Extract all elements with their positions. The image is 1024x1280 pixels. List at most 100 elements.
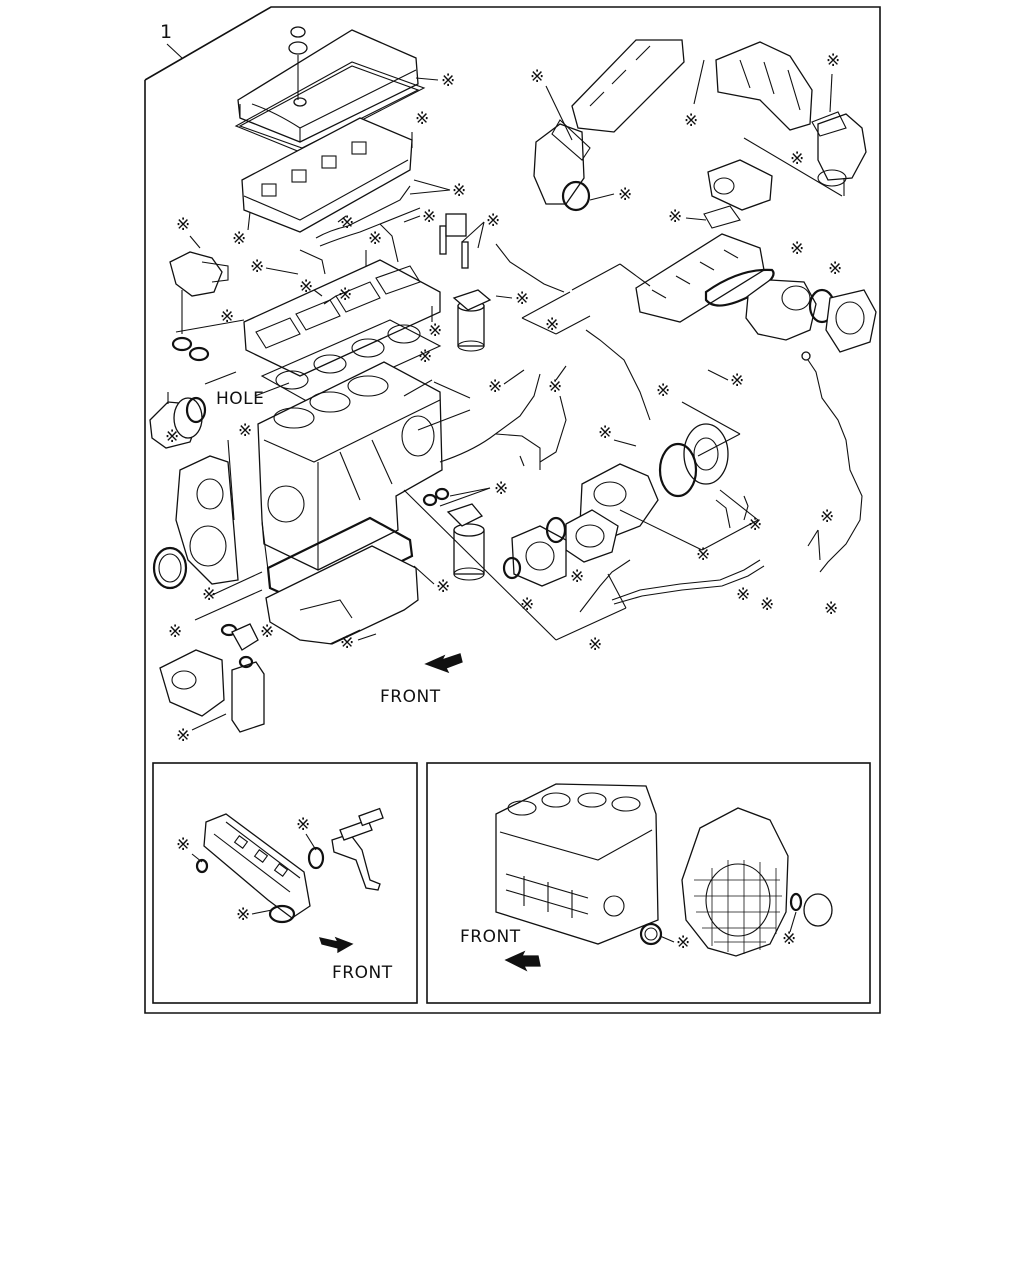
kit-marker: ※ bbox=[418, 347, 433, 367]
kit-markers-inset-right: ※ ※ bbox=[659, 911, 797, 953]
exhaust-manifold-right bbox=[715, 41, 813, 131]
kit-markers-inset-left: ※ ※ ※ bbox=[176, 815, 317, 925]
kit-marker: ※ bbox=[588, 635, 603, 655]
kit-marker: ※ bbox=[176, 835, 191, 855]
head-gasket bbox=[260, 319, 442, 405]
intake-manifold bbox=[635, 233, 775, 323]
inset-left-cooler bbox=[195, 807, 384, 924]
kit-marker: ※ bbox=[736, 585, 751, 605]
front-arrow-inset-left bbox=[319, 936, 354, 954]
elbow-outlet-right bbox=[811, 111, 867, 187]
oil-pump bbox=[159, 623, 265, 733]
kit-marker: ※ bbox=[824, 599, 839, 619]
fuel-filter bbox=[452, 289, 492, 352]
kit-marker: ※ bbox=[441, 71, 456, 91]
kit-marker: ※ bbox=[452, 181, 467, 201]
turbo-outlet-left bbox=[533, 119, 591, 212]
kit-marker: ※ bbox=[656, 381, 671, 401]
kit-marker: ※ bbox=[515, 289, 530, 309]
injector-lines bbox=[299, 185, 469, 275]
oil-pan bbox=[265, 545, 419, 645]
inset-right-block bbox=[495, 783, 659, 945]
kit-markers-main: ※ ※ ※ ※ ※ ※ ※ ※ ※ ※ ※ ※ ※ ※ ※ ※ ※ ※ ※ ※ … bbox=[165, 51, 843, 746]
kit-marker: ※ bbox=[296, 815, 311, 835]
kit-marker: ※ bbox=[696, 545, 711, 565]
kit-marker: ※ bbox=[236, 905, 251, 925]
kit-marker: ※ bbox=[790, 239, 805, 259]
kit-marker: ※ bbox=[828, 259, 843, 279]
kit-marker: ※ bbox=[428, 321, 443, 341]
front-label-inset-right: FRONT bbox=[460, 927, 521, 947]
kit-marker: ※ bbox=[782, 929, 797, 949]
rear-oil-seal bbox=[639, 922, 663, 946]
kit-marker: ※ bbox=[618, 185, 633, 205]
main-frame bbox=[144, 6, 881, 1014]
kit-marker: ※ bbox=[340, 633, 355, 653]
oil-filter bbox=[422, 487, 485, 581]
callout-number: 1 bbox=[160, 21, 172, 43]
kit-marker: ※ bbox=[238, 421, 253, 441]
thermostat-housing bbox=[169, 251, 229, 362]
kit-marker: ※ bbox=[368, 229, 383, 249]
rocker-cover bbox=[237, 26, 419, 143]
front-oil-seal bbox=[152, 546, 188, 590]
cam-carrier bbox=[241, 117, 413, 233]
kit-marker: ※ bbox=[220, 307, 235, 327]
kit-marker: ※ bbox=[168, 622, 183, 642]
kit-marker: ※ bbox=[176, 215, 191, 235]
kit-marker: ※ bbox=[488, 377, 503, 397]
kit-marker: ※ bbox=[760, 595, 775, 615]
kit-marker: ※ bbox=[165, 427, 180, 447]
kit-marker: ※ bbox=[436, 577, 451, 597]
egr-valve bbox=[703, 159, 773, 229]
kit-marker: ※ bbox=[598, 423, 613, 443]
front-arrow-main bbox=[424, 653, 463, 674]
kit-marker: ※ bbox=[826, 51, 841, 71]
inset-frame-left bbox=[152, 762, 418, 1004]
kit-marker: ※ bbox=[820, 507, 835, 527]
leader-lines-main bbox=[175, 137, 845, 641]
hole-label: HOLE bbox=[216, 389, 264, 409]
kit-marker: ※ bbox=[486, 211, 501, 231]
kit-marker: ※ bbox=[545, 315, 560, 335]
kit-marker: ※ bbox=[340, 213, 355, 233]
kit-marker: ※ bbox=[338, 285, 353, 305]
kit-marker: ※ bbox=[684, 111, 699, 131]
kit-marker: ※ bbox=[415, 109, 430, 129]
lower-tubes bbox=[579, 495, 765, 613]
head-cover-gasket bbox=[234, 61, 426, 153]
flywheel-housing bbox=[681, 807, 833, 957]
timing-gear-case bbox=[175, 455, 239, 585]
kit-marker: ※ bbox=[530, 67, 545, 87]
kit-marker: ※ bbox=[676, 933, 691, 953]
sensor-harness-right bbox=[801, 351, 863, 573]
kit-marker: ※ bbox=[250, 257, 265, 277]
kit-marker: ※ bbox=[422, 207, 437, 227]
front-arrow-inset-right bbox=[504, 950, 541, 972]
kit-marker: ※ bbox=[520, 595, 535, 615]
kit-marker: ※ bbox=[570, 567, 585, 587]
front-label-main: FRONT bbox=[380, 687, 441, 707]
inset-frame-right bbox=[426, 762, 871, 1004]
cylinder-block bbox=[257, 361, 443, 571]
cylinder-head bbox=[243, 259, 441, 377]
kit-marker: ※ bbox=[260, 622, 275, 642]
oil-pipes-center bbox=[439, 243, 651, 470]
kit-marker: ※ bbox=[202, 585, 217, 605]
kit-marker: ※ bbox=[790, 149, 805, 169]
kit-marker: ※ bbox=[232, 229, 247, 249]
water-pump-pulley bbox=[658, 423, 729, 498]
kit-marker: ※ bbox=[748, 515, 763, 535]
fuel-pump bbox=[149, 392, 207, 449]
front-label-inset-left: FRONT bbox=[332, 963, 393, 983]
kit-marker: ※ bbox=[176, 726, 191, 746]
kit-marker: ※ bbox=[668, 207, 683, 227]
oil-pan-gasket bbox=[266, 516, 414, 608]
throttle-body bbox=[745, 279, 877, 353]
kit-marker: ※ bbox=[494, 479, 509, 499]
kit-marker: ※ bbox=[299, 277, 314, 297]
kit-marker: ※ bbox=[548, 377, 563, 397]
air-compressor bbox=[565, 463, 659, 563]
exhaust-manifold-left bbox=[571, 39, 685, 133]
